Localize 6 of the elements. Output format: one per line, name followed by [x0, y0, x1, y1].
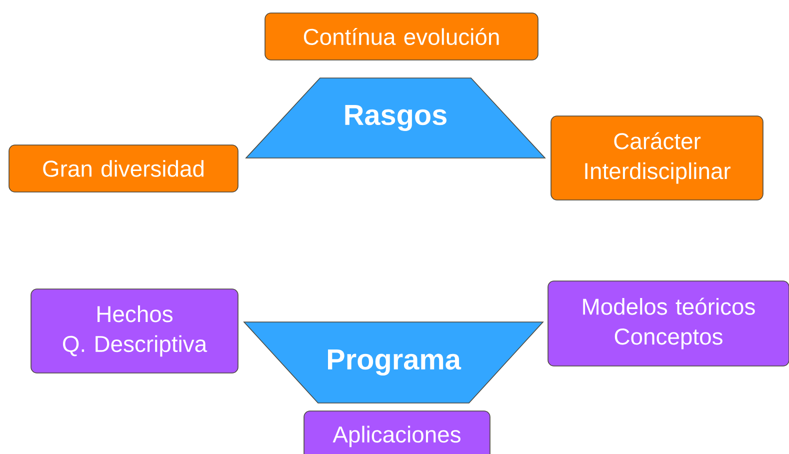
text-box: Gran diversidad — [8, 144, 238, 192]
text-box: Hechos Q. Descriptiva — [30, 288, 238, 374]
text-box: Aplicaciones — [304, 410, 490, 454]
text-box: Carácter Interdisciplinar — [550, 116, 764, 200]
text-box: Modelos teóricos Conceptos — [548, 280, 789, 366]
text-box: Contínua evolución — [264, 12, 538, 60]
